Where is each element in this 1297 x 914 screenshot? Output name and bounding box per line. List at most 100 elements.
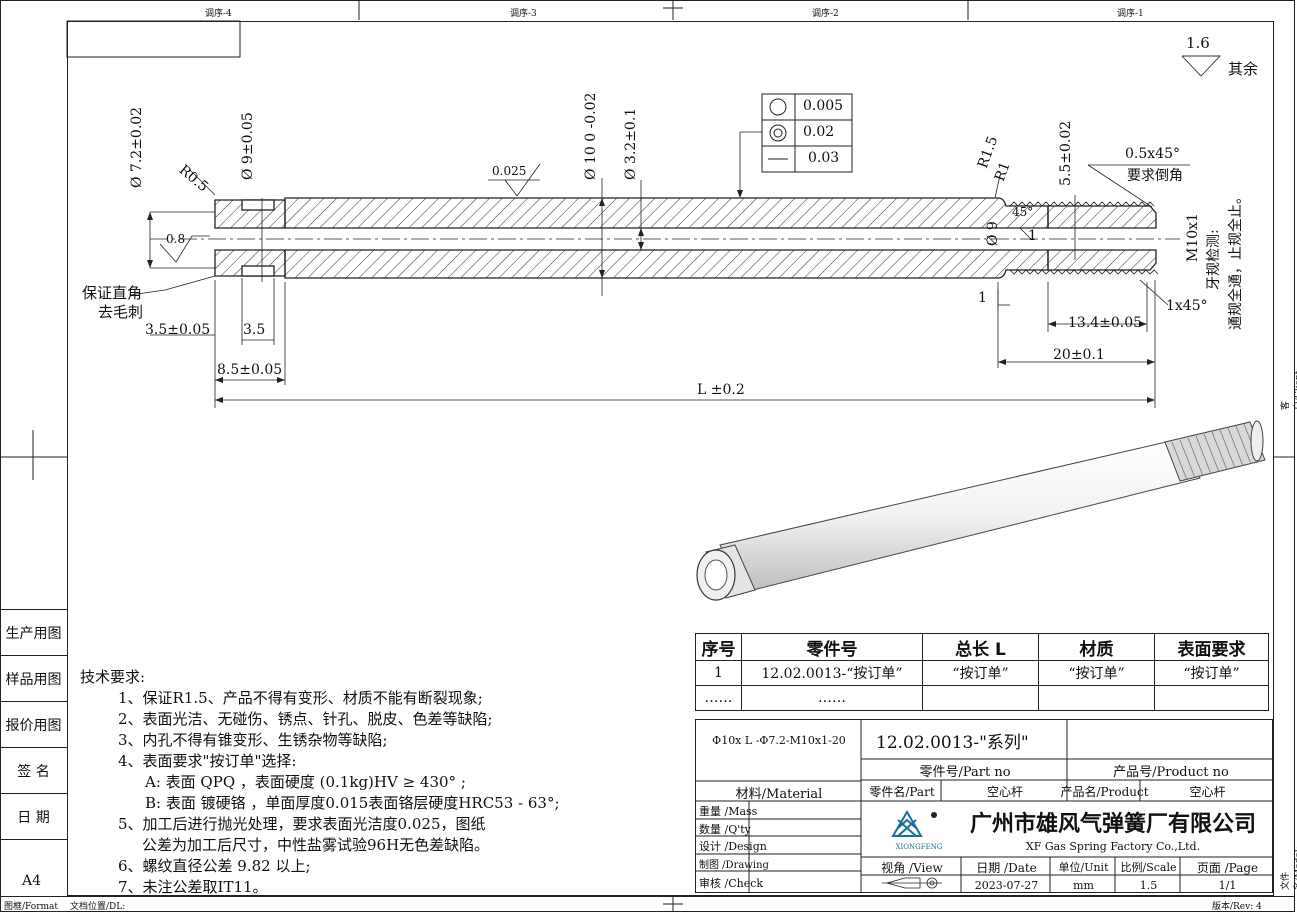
location-label: 文档位置/DL:	[70, 902, 126, 912]
bom-header: 序号	[695, 633, 742, 661]
notes-title: 技术要求:	[80, 668, 146, 686]
title-block-grid	[695, 719, 1273, 893]
dim-13-4: 13.4±0.05	[1068, 315, 1143, 331]
bom-table: 序号 零件号 总长 L 材质 表面要求 1 12.02.0013-“按订单” “…	[695, 633, 1269, 711]
gdt-concentricity-value: 0.02	[803, 124, 835, 140]
scale-value: 1.5	[1139, 878, 1158, 892]
bom-cell	[1038, 685, 1155, 711]
unit-label: 单位/Unit	[1058, 861, 1109, 874]
drawing-inner-frame	[67, 21, 1274, 896]
page-label: 页面 /Page	[1196, 860, 1259, 875]
scale-label: 比例/Scale	[1120, 861, 1177, 874]
logo-text: XIONGFENG	[895, 843, 943, 851]
note-guarantee: 保证直角	[82, 284, 143, 302]
dim-8-5: 8.5±0.05	[217, 362, 283, 378]
note-item: 公差为加工后尺寸，中性盐雾试验96H无色差缺陷。	[142, 836, 490, 854]
note-item: 6、螺纹直径公差 9.82 以上;	[118, 857, 311, 875]
paper-size: A4	[22, 873, 42, 889]
note-item: 5、加工后进行抛光处理，要求表面光洁度0.025，图纸	[118, 815, 486, 833]
model-label: 文件名/Model: 1202-0013	[1281, 846, 1297, 890]
bom-cell: 12.02.0013-“按订单”	[741, 660, 923, 686]
company-name-en: XF Gas Spring Factory Co.,Ltd.	[1025, 839, 1201, 853]
title-block: Φ10x L -Φ7.2-M10x1-20 12.02.0013-"系列" 零件…	[695, 719, 1273, 893]
bom-cell: 1	[695, 660, 742, 686]
dim-dia-9: Ø 9±0.05	[240, 112, 256, 180]
roughness-default-value: 1.6	[1186, 34, 1210, 52]
design-label: 设计 /Design	[699, 840, 767, 853]
dim-one: 1	[1028, 228, 1037, 244]
note-item: 7、未注公差取IT11。	[118, 878, 268, 896]
side-cell-date: 日 期	[0, 794, 67, 840]
side-cell-production: 生产用图	[0, 610, 67, 656]
note-item: A: 表面 QPQ ，表面硬度 (0.1kg)HV ≥ 430° ;	[145, 773, 466, 791]
note-item: 1、保证R1.5、产品不得有变形、材质不能有断裂现象;	[118, 689, 483, 707]
note-item: 4、表面要求"按订单"选择:	[118, 752, 297, 770]
dim-length-L: L ±0.2	[697, 382, 745, 398]
dim-3-5a: 3.5±0.05	[145, 322, 211, 338]
spec-text: Φ10x L -Φ7.2-M10x1-20	[712, 733, 846, 747]
chamfer-note: 要求倒角	[1127, 168, 1183, 184]
page-value: 1/1	[1218, 878, 1237, 892]
product-name-label: 产品名/Product	[1060, 785, 1149, 799]
product-name: 空心杆	[1189, 785, 1226, 799]
dim-chamfer-1: 1x45°	[1166, 298, 1208, 314]
bom-header: 零件号	[741, 633, 923, 661]
bom-cell: ……	[741, 685, 923, 711]
dim-dia-3-2: Ø 3.2±0.1	[623, 107, 639, 180]
drawing-label: 制图 /Drawing	[699, 860, 769, 871]
note-item: 3、内孔不得有锥变形、生锈杂物等缺陷;	[118, 731, 388, 749]
part-name: 空心杆	[986, 785, 1023, 799]
zone-label: 调序-1	[1117, 9, 1144, 19]
note-item: B: 表面 镀硬铬 ，单面厚度0.015表面铬层硬度HRC53 - 63°;	[145, 794, 560, 812]
dim-dia-9b: Ø 9	[985, 221, 1001, 246]
dim-dia-7-2: Ø 7.2±0.02	[129, 106, 145, 188]
side-cell-quote: 报价用图	[0, 702, 67, 748]
bom-cell: “按订单”	[1038, 660, 1155, 686]
roughness-default-label: 其余	[1228, 60, 1259, 78]
series-text: 12.02.0013-"系列"	[876, 732, 1029, 753]
table-row: …… ……	[695, 685, 1269, 711]
technical-notes: 技术要求: 1、保证R1.5、产品不得有变形、材质不能有断裂现象; 2、表面光洁…	[80, 667, 680, 898]
table-row: 1 12.02.0013-“按订单” “按订单” “按订单” “按订单”	[695, 660, 1269, 686]
material-label: 材料/Material	[735, 786, 823, 802]
unit-value: mm	[1073, 878, 1094, 892]
roughness-0-025: 0.025	[492, 164, 527, 178]
roughness-0-8: 0.8	[166, 232, 186, 246]
dim-dia-10: Ø 10 0 -0.02	[583, 92, 599, 180]
bom-header: 表面要求	[1154, 633, 1269, 661]
zone-label: 调序-2	[812, 9, 839, 19]
dim-5-5: 5.5±0.02	[1058, 120, 1074, 186]
part-no-label: 零件号/Part no	[919, 765, 1011, 780]
bottom-bar-line	[0, 896, 1295, 897]
dim-one-b: 1	[978, 290, 987, 306]
bom-header: 总长 L	[922, 633, 1039, 661]
dim-20: 20±0.1	[1053, 347, 1105, 363]
side-cell-sample: 样品用图	[0, 656, 67, 702]
qty-label: 数量 /Q'ty	[699, 822, 751, 836]
zone-label: 调序-3	[510, 9, 537, 19]
date-label: 日期 /Date	[976, 860, 1037, 875]
revision-label: 版本/Rev: 4	[1212, 902, 1262, 912]
dim-45deg: 45°	[1012, 205, 1034, 219]
bom-cell	[922, 685, 1039, 711]
view-label: 视角 /View	[881, 860, 943, 875]
format-label: 图框/Format	[4, 902, 59, 912]
dim-chamfer-05: 0.5x45°	[1125, 146, 1180, 162]
company-name-cn: 广州市雄风气弹簧厂有限公司	[969, 812, 1256, 837]
bom-cell	[1154, 685, 1269, 711]
zone-label: 调序-4	[205, 9, 232, 19]
side-divider	[0, 609, 67, 610]
side-cell-sign: 签 名	[0, 748, 67, 794]
thread-note-2: 通规全通，止规全止。	[1228, 190, 1244, 330]
bom-header: 材质	[1038, 633, 1155, 661]
product-no-label: 产品号/Product no	[1113, 765, 1229, 780]
rod-3d-view	[696, 420, 1266, 601]
gdt-circularity-value: 0.005	[803, 98, 844, 114]
bom-cell: “按订单”	[922, 660, 1039, 686]
bom-cell: “按订单”	[1154, 660, 1269, 686]
mass-label: 重量 /Mass	[699, 805, 758, 818]
gdt-straightness-value: 0.03	[808, 150, 840, 166]
dim-thread: M10x1	[1185, 213, 1201, 262]
